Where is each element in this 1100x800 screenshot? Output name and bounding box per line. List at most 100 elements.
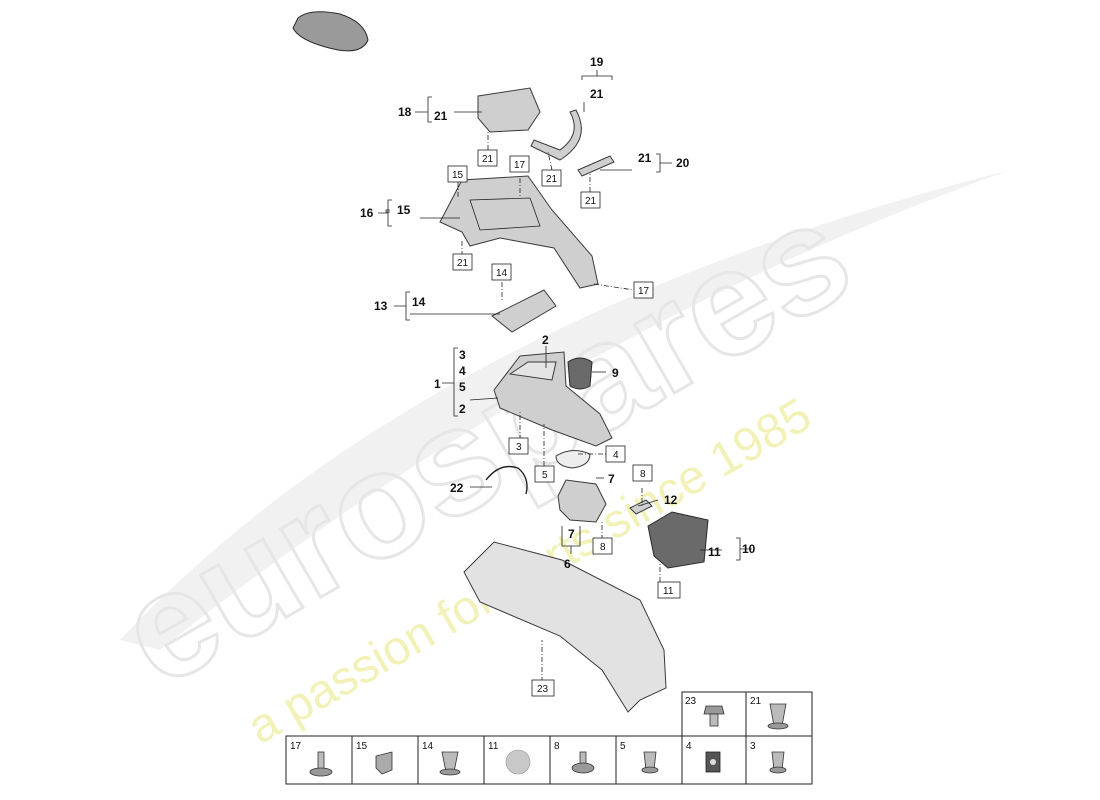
part-16-console-trim xyxy=(439,175,599,289)
svg-text:11: 11 xyxy=(663,586,674,597)
fastener-number-bottom-1: 15 xyxy=(356,741,368,752)
callout-16-sub: 15 xyxy=(397,203,411,217)
part-18-selector-module xyxy=(477,87,541,133)
boxed-labels: 21 21 21 21 15 17 17 14 3 4 5 8 8 11 23 xyxy=(447,149,681,697)
svg-text:17: 17 xyxy=(638,286,650,297)
boxed-label-21a: 21 xyxy=(477,149,498,167)
part-20-trim-strip xyxy=(577,155,615,177)
part-10-storage-bin xyxy=(647,511,709,569)
fastener-table: 23 21 17 15 14 11 8 5 4 3 xyxy=(285,691,813,785)
part-23-console-carrier xyxy=(463,541,667,713)
fastener-number-top-1: 21 xyxy=(750,696,762,707)
clip-icon xyxy=(375,751,393,775)
expanding-nut-icon xyxy=(767,703,789,730)
screw-icon xyxy=(703,705,725,727)
callout-13: 13 xyxy=(374,299,388,313)
round-pad-icon xyxy=(505,749,531,775)
bracket-10 xyxy=(736,537,752,561)
svg-text:21: 21 xyxy=(457,258,469,269)
callout-20: 20 xyxy=(676,156,690,170)
part-9-socket xyxy=(567,357,593,390)
svg-text:8: 8 xyxy=(600,542,606,553)
fastener-number-bottom-7: 3 xyxy=(750,741,756,752)
part-4-cover xyxy=(555,450,591,469)
callout-12: 12 xyxy=(664,493,678,507)
part-2-tray-insert xyxy=(508,361,557,381)
boxed-label-4: 4 xyxy=(605,445,626,463)
callout-19-sub: 21 xyxy=(590,87,604,101)
callout-18-sub: 21 xyxy=(434,109,448,123)
callouts: 18 21 19 21 20 21 16 15 13 14 1 3 4 5 2 … xyxy=(360,55,756,571)
callout-19: 19 xyxy=(590,55,604,69)
fastener-number-bottom-3: 11 xyxy=(488,741,499,752)
watermark: eurospares a passion for parts since 198… xyxy=(91,166,1010,755)
bracket-13 xyxy=(394,291,410,321)
part-13-cover-plate xyxy=(491,289,557,333)
callout-1-sub-3: 3 xyxy=(459,348,466,362)
svg-text:14: 14 xyxy=(496,268,508,279)
boxed-label-21d: 21 xyxy=(452,253,473,271)
boxed-label-3: 3 xyxy=(508,437,529,455)
callout-7b: 7 xyxy=(568,527,575,541)
callout-6: 6 xyxy=(564,557,571,571)
expanding-rivet-icon xyxy=(571,751,595,774)
leader-1 xyxy=(469,397,499,401)
callout-2: 2 xyxy=(542,333,549,347)
cover-cap-part xyxy=(292,11,369,52)
boxed-label-11: 11 xyxy=(657,581,681,599)
callout-22: 22 xyxy=(450,481,464,495)
callout-7a: 7 xyxy=(608,472,615,486)
bracket-19 xyxy=(581,70,613,80)
callout-20-sub: 21 xyxy=(638,151,652,165)
fastener-number-bottom-4: 8 xyxy=(554,741,560,752)
svg-text:21: 21 xyxy=(546,174,558,185)
boxed-label-21c: 21 xyxy=(580,191,601,209)
fastener-number-bottom-2: 14 xyxy=(422,741,434,752)
boxed-label-5: 5 xyxy=(534,465,555,483)
callout-13-sub: 14 xyxy=(412,295,426,309)
boxed-label-23: 23 xyxy=(531,679,555,697)
dash-21b xyxy=(547,151,553,171)
fastener-number-bottom-6: 4 xyxy=(686,741,692,752)
bracket-20 xyxy=(656,153,672,173)
bracket-1 xyxy=(442,347,458,417)
expanding-nut-icon xyxy=(439,751,461,776)
boxed-label-21b: 21 xyxy=(541,169,562,187)
callout-1-sub-2: 2 xyxy=(459,402,466,416)
leader-12 xyxy=(637,499,659,507)
leader-lines xyxy=(378,70,752,682)
svg-text:21: 21 xyxy=(585,196,597,207)
boxed-label-15: 15 xyxy=(447,165,468,183)
callout-1-sub-5: 5 xyxy=(459,380,466,394)
part-19-trim-strip xyxy=(530,109,582,161)
watermark-swoosh xyxy=(120,170,1010,650)
expanding-rivet-icon xyxy=(309,751,333,777)
boxed-label-17b: 17 xyxy=(633,281,654,299)
callout-10-sub: 11 xyxy=(708,545,721,559)
part-illustrations xyxy=(292,11,709,713)
fastener-number-bottom-0: 17 xyxy=(290,741,302,752)
callout-10: 10 xyxy=(742,542,756,556)
part-6-bracket xyxy=(557,479,607,523)
boxed-label-14: 14 xyxy=(491,263,512,281)
svg-text:23: 23 xyxy=(537,684,549,695)
boxed-label-8b: 8 xyxy=(592,537,613,555)
boxed-label-8a: 8 xyxy=(632,464,653,482)
callout-1: 1 xyxy=(434,377,441,391)
bracket-16 xyxy=(378,199,392,227)
part-16-opening xyxy=(469,197,541,231)
square-nut-icon xyxy=(705,751,721,773)
svg-text:5: 5 xyxy=(542,470,548,481)
svg-text:4: 4 xyxy=(613,450,619,461)
part-22-cable xyxy=(485,465,528,495)
fastener-number-bottom-5: 5 xyxy=(620,741,626,752)
svg-text:17: 17 xyxy=(514,160,526,171)
bracket-18 xyxy=(415,96,432,123)
svg-text:21: 21 xyxy=(482,154,494,165)
svg-text:3: 3 xyxy=(516,442,522,453)
callout-1-sub-4: 4 xyxy=(459,364,466,378)
fastener-number-top-0: 23 xyxy=(685,696,697,707)
svg-text:15: 15 xyxy=(452,170,464,181)
boxed-label-17a: 17 xyxy=(509,155,530,173)
